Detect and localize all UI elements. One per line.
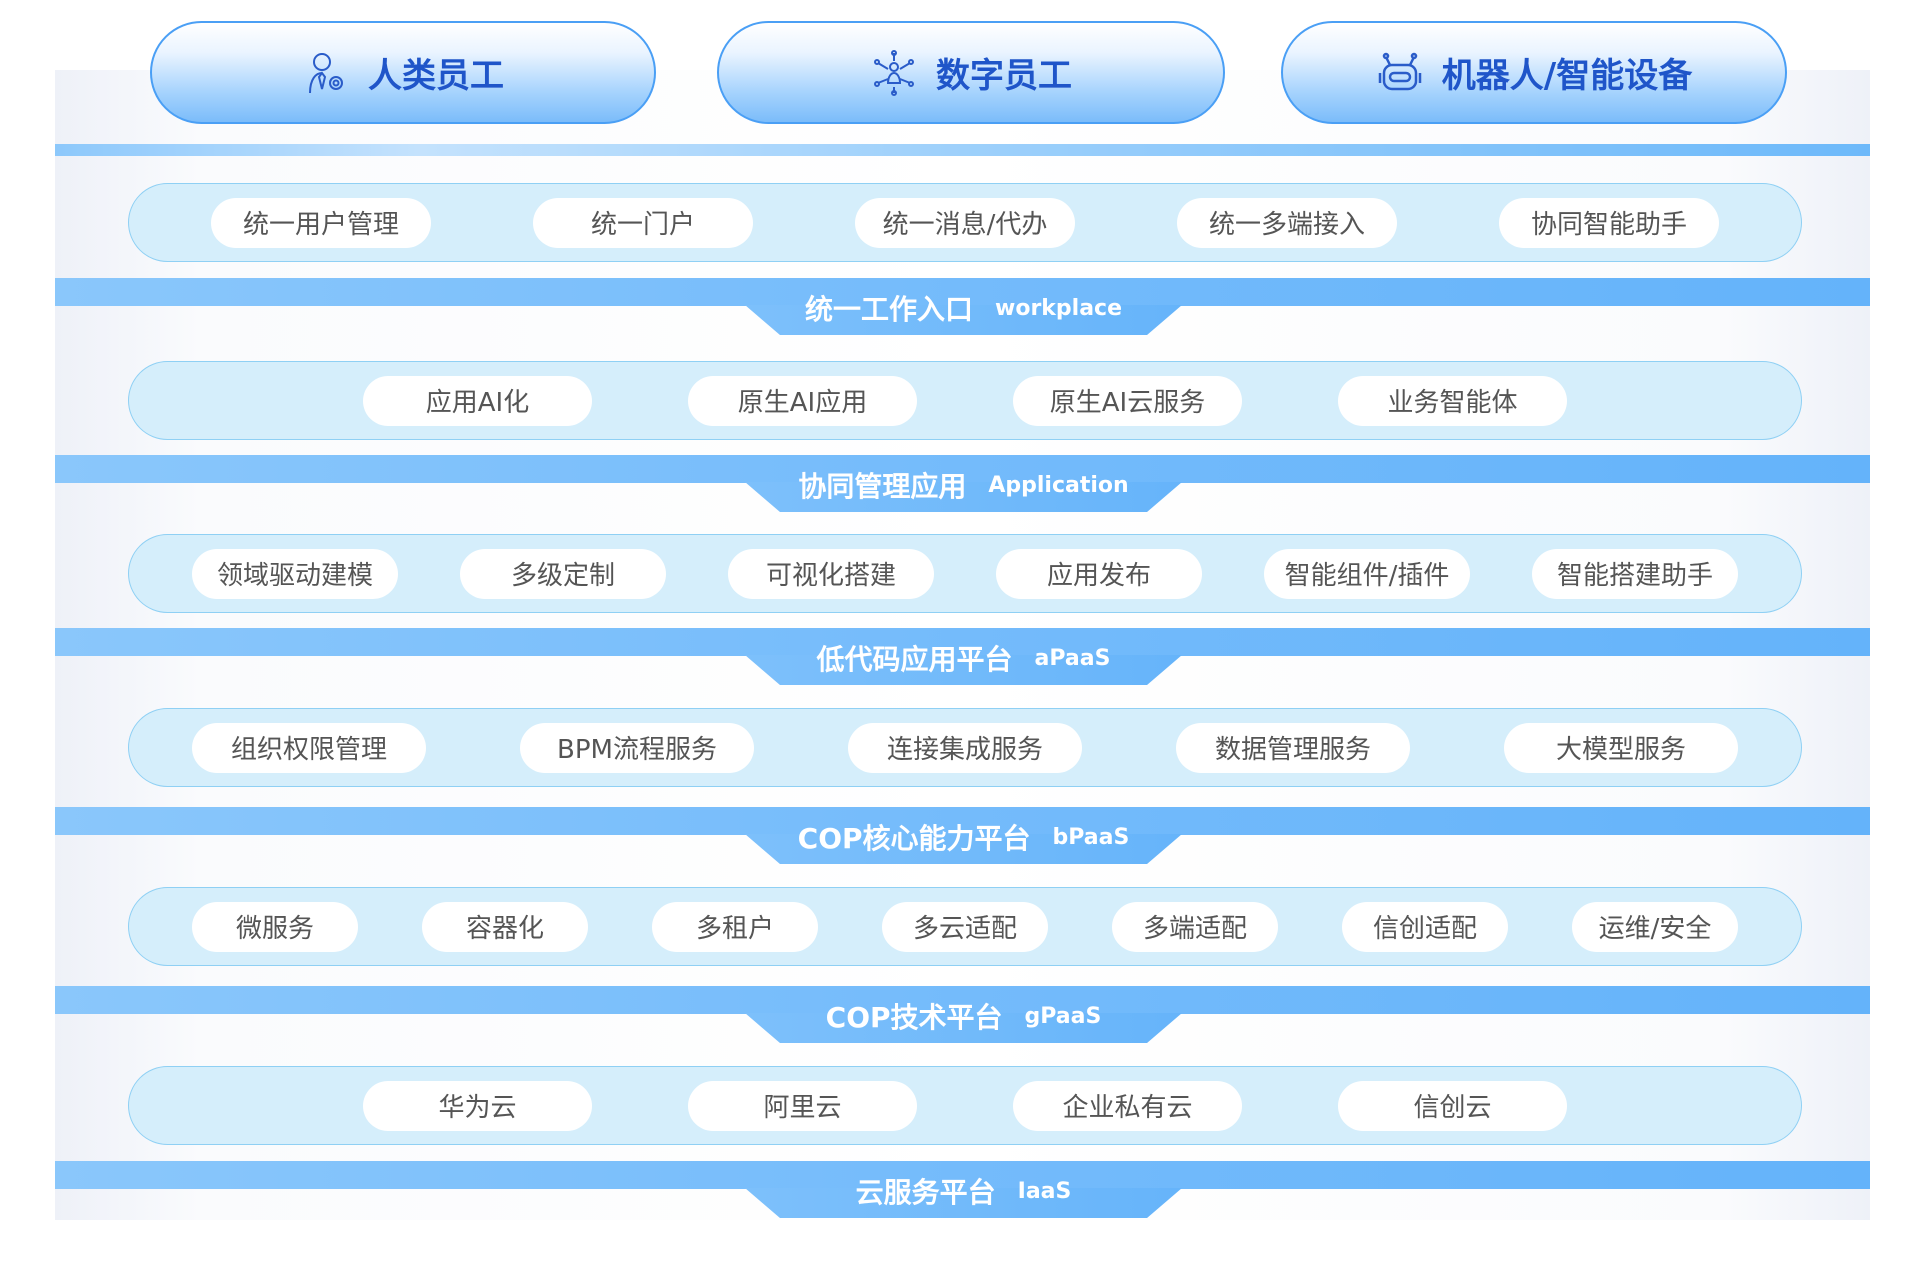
layer-label: 云服务平台 IaaS <box>745 1171 1182 1211</box>
role-human-employee: 人类员工 <box>150 21 656 124</box>
capability-chip: 可视化搭建 <box>728 548 934 599</box>
capability-chip: BPM流程服务 <box>520 722 754 773</box>
layer-label: COP技术平台 gPaaS <box>745 996 1182 1036</box>
role-digital-employee: 数字员工 <box>717 21 1225 124</box>
layer-label: COP核心能力平台 bPaaS <box>745 817 1182 857</box>
capability-chip: 统一用户管理 <box>211 197 431 248</box>
capability-chip: 多端适配 <box>1112 901 1278 952</box>
layer-label: 协同管理应用 Application <box>745 465 1182 505</box>
capability-chip: 组织权限管理 <box>192 722 426 773</box>
layer-capabilities-row: 统一用户管理 统一门户 统一消息/代办 统一多端接入 协同智能助手 <box>128 183 1802 262</box>
capability-chip: 运维/安全 <box>1572 901 1738 952</box>
layer-bar <box>55 628 1870 656</box>
capability-chip: 连接集成服务 <box>848 722 1082 773</box>
layer-title: 云服务平台 <box>855 1176 996 1209</box>
human-employee-icon <box>309 52 343 93</box>
layer-title: 低代码应用平台 <box>816 643 1013 676</box>
layer-label-tab <box>745 655 1182 685</box>
layer-label-tab <box>745 305 1182 335</box>
digital-employee-icon <box>874 49 914 96</box>
layer-label-tab <box>745 1013 1182 1043</box>
capability-chip: 企业私有云 <box>1013 1080 1242 1131</box>
role-robot-device: 机器人/智能设备 <box>1281 21 1787 124</box>
layer-bar <box>55 807 1870 835</box>
layer-label: 统一工作入口 workplace <box>745 288 1182 328</box>
layer-bar <box>55 455 1870 483</box>
capability-chip: 统一消息/代办 <box>855 197 1075 248</box>
capability-chip: 原生AI应用 <box>688 375 917 426</box>
capability-chip: 华为云 <box>363 1080 592 1131</box>
layer-label-tab <box>745 482 1182 512</box>
layer-capabilities-row: 华为云 阿里云 企业私有云 信创云 <box>128 1066 1802 1145</box>
capability-chip: 数据管理服务 <box>1176 722 1410 773</box>
layer-bar <box>55 1161 1870 1189</box>
layer-subtitle: Application <box>988 472 1129 498</box>
layer-title: 协同管理应用 <box>798 470 967 503</box>
capability-chip: 阿里云 <box>688 1080 917 1131</box>
capability-chip: 信创适配 <box>1342 901 1508 952</box>
layer-bar <box>55 278 1870 306</box>
roles-divider-bar <box>55 144 1870 156</box>
layer-capabilities-row: 组织权限管理 BPM流程服务 连接集成服务 数据管理服务 大模型服务 <box>128 708 1802 787</box>
layer-capabilities-row: 领域驱动建模 多级定制 可视化搭建 应用发布 智能组件/插件 智能搭建助手 <box>128 534 1802 613</box>
layer-title: COP核心能力平台 <box>797 822 1031 855</box>
capability-chip: 智能搭建助手 <box>1532 548 1738 599</box>
capability-chip: 应用发布 <box>996 548 1202 599</box>
layer-subtitle: workplace <box>995 295 1123 321</box>
layer-subtitle: IaaS <box>1017 1178 1072 1204</box>
capability-chip: 多级定制 <box>460 548 666 599</box>
capability-chip: 领域驱动建模 <box>192 548 398 599</box>
capability-chip: 原生AI云服务 <box>1013 375 1242 426</box>
layer-label: 低代码应用平台 aPaaS <box>745 638 1182 678</box>
layer-capabilities-row: 应用AI化 原生AI应用 原生AI云服务 业务智能体 <box>128 361 1802 440</box>
layer-subtitle: gPaaS <box>1024 1003 1102 1029</box>
layer-bar <box>55 986 1870 1014</box>
capability-chip: 多租户 <box>652 901 818 952</box>
capability-chip: 统一门户 <box>533 197 753 248</box>
capability-chip: 智能组件/插件 <box>1264 548 1470 599</box>
layer-subtitle: aPaaS <box>1034 645 1111 671</box>
layer-title: 统一工作入口 <box>804 293 973 326</box>
layer-capabilities-row: 微服务 容器化 多租户 多云适配 多端适配 信创适配 运维/安全 <box>128 887 1802 966</box>
capability-chip: 信创云 <box>1338 1080 1567 1131</box>
layer-label-tab <box>745 834 1182 864</box>
capability-chip: 容器化 <box>422 901 588 952</box>
capability-chip: 统一多端接入 <box>1177 197 1397 248</box>
layer-label-tab <box>745 1188 1182 1218</box>
capability-chip: 大模型服务 <box>1504 722 1738 773</box>
capability-chip: 应用AI化 <box>363 375 592 426</box>
capability-chip: 业务智能体 <box>1338 375 1567 426</box>
capability-chip: 多云适配 <box>882 901 1048 952</box>
layer-title: COP技术平台 <box>825 1001 1003 1034</box>
capability-chip: 微服务 <box>192 901 358 952</box>
layer-subtitle: bPaaS <box>1052 824 1130 850</box>
robot-icon <box>1378 52 1422 90</box>
capability-chip: 协同智能助手 <box>1499 197 1719 248</box>
